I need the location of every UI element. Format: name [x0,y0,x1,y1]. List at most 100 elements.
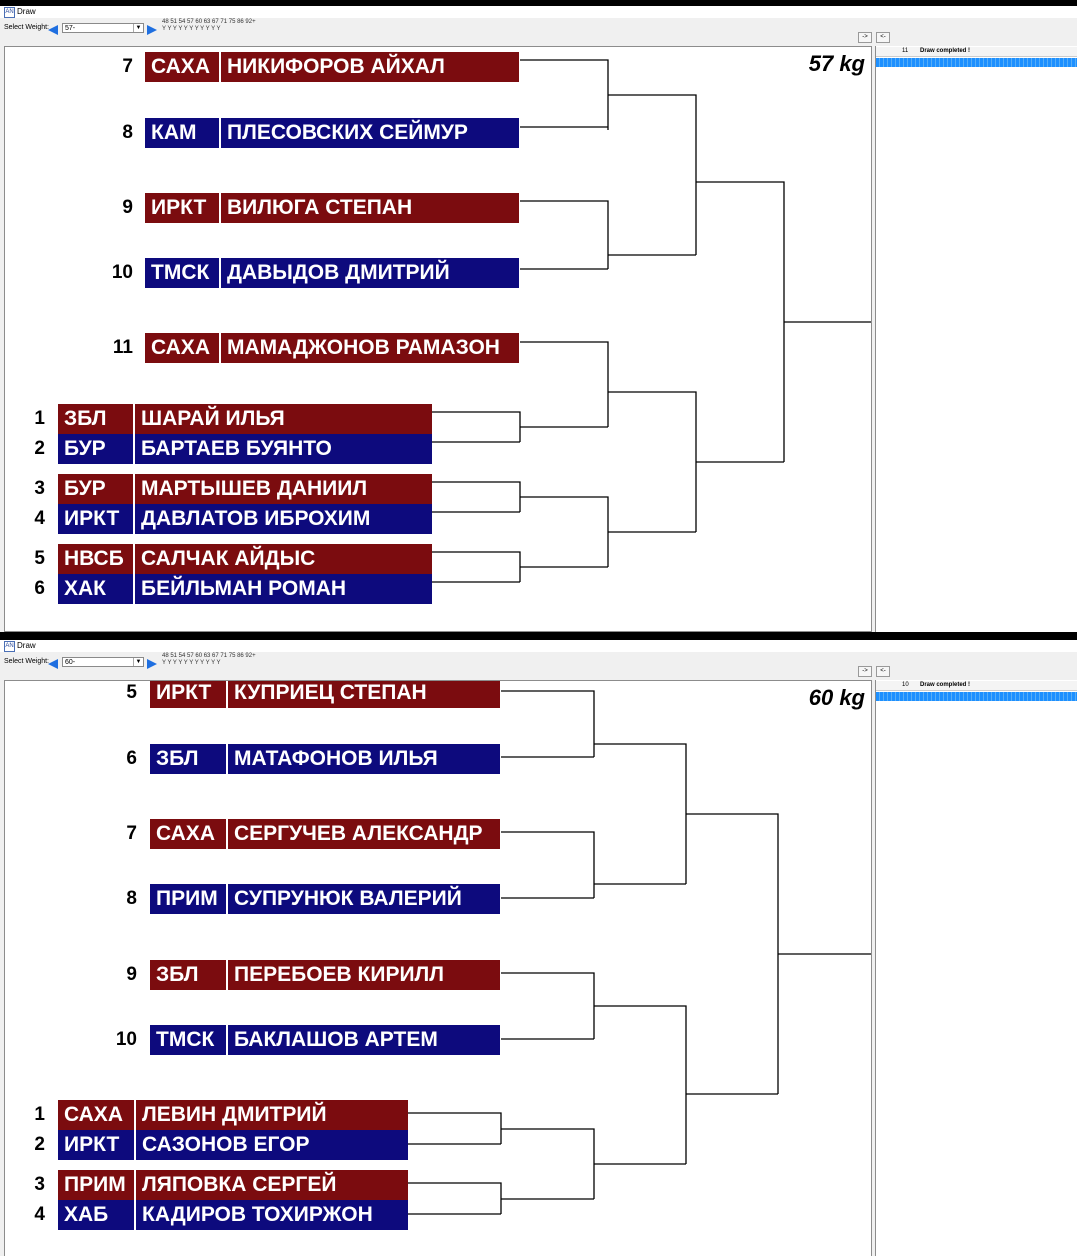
nav-prev-button[interactable]: <- [876,32,890,43]
status-message: Draw completed ! [920,48,971,54]
bracket-line [501,690,595,758]
nav-next-button[interactable]: -> [858,32,872,43]
competitor-number: 4 [34,508,45,529]
bracket-line [594,743,687,885]
competitor-name: МАТАФОНОВ ИЛЬЯ [228,744,500,774]
competitor-club: ИРКТ [150,681,228,708]
window-titlebar: AN Draw [0,6,1077,18]
prev-weight-arrow-icon[interactable] [48,25,58,35]
competitor-name: ШАРАЙ ИЛЬЯ [135,404,432,434]
status-row: 11 Draw completed ! [876,47,1077,57]
weight-categories: 48 51 54 57 60 63 67 71 75 86 92+ Y Y Y … [162,653,256,667]
competitor-name: ЛЯПОВКА СЕРГЕЙ [136,1170,408,1200]
status-number: 11 [902,48,909,54]
bracket-line [520,200,609,270]
bracket-line [686,813,871,1095]
competitor-number: 4 [34,1204,45,1225]
status-row: 10 Draw completed ! [876,681,1077,691]
weight-status-marks: Y Y Y Y Y Y Y Y Y Y Y [162,26,221,32]
competitor-name: БЕЙЛЬМАН РОМАН [135,574,432,604]
competitor-name: НИКИФОРОВ АЙХАЛ [221,52,519,82]
competitor-name: КАДИРОВ ТОХИРЖОН [136,1200,408,1230]
status-number: 10 [902,682,909,688]
competitor-number: 8 [126,888,137,909]
competitor-number: 3 [34,1174,45,1195]
competitor-number: 7 [126,823,137,844]
competitor-name: ДАВЫДОВ ДМИТРИЙ [221,258,519,288]
competitor-number: 8 [122,122,133,143]
weight-select[interactable]: 60- ▼ [62,657,144,667]
progress-bar [876,692,1077,701]
bracket-line [520,59,609,130]
bracket-lines [408,690,871,1215]
weight-status-marks: Y Y Y Y Y Y Y Y Y Y Y [162,660,221,666]
bracket-line [594,1005,687,1165]
window-title: Draw [17,641,36,650]
competitor-club: ХАБ [58,1200,136,1230]
competitor-club: ИРКТ [58,504,135,534]
status-message: Draw completed ! [920,682,971,688]
bracket-line [608,391,697,533]
next-weight-arrow-icon[interactable] [147,659,157,669]
competitor-number: 5 [34,548,45,569]
select-weight-label: Select Weight: [4,658,50,665]
competitor-number: 6 [126,748,137,769]
bracket-line [608,94,697,256]
competitor-number: 3 [34,478,45,499]
competitor-number: 10 [115,1029,137,1050]
weight-select-value: 60- [65,659,76,666]
competitor-name: СЕРГУЧЕВ АЛЕКСАНДР [228,819,500,849]
chevron-down-icon[interactable]: ▼ [133,658,143,666]
prev-weight-arrow-icon[interactable] [48,659,58,669]
weight-toolbar: Select Weight: 57-▼ 48 51 54 57 60 63 67… [0,18,1077,46]
competitor-club: ТМСК [150,1025,228,1055]
competitor-club: ИРКТ [145,193,221,223]
competitor-name: ПЕРЕБОЕВ КИРИЛЛ [228,960,500,990]
competitor-number: 2 [34,1134,45,1155]
competitor-name: ЛЕВИН ДМИТРИЙ [136,1100,408,1130]
competitor-name: КУПРИЕЦ СТЕПАН [228,681,500,708]
competitor-name: САЛЧАК АЙДЫС [135,544,432,574]
competitor-name: САЗОНОВ ЕГОР [136,1130,408,1160]
draw-window-57: AN Draw Select Weight: 57-▼ 48 51 54 57 … [0,6,1077,632]
competitor-number: 11 [112,337,133,358]
nav-next-button[interactable]: -> [858,666,872,677]
progress-bar [876,58,1077,67]
chevron-down-icon[interactable]: ▼ [133,24,143,32]
competitor-club: ЗБЛ [150,744,228,774]
competitor-name: ДАВЛАТОВ ИБРОХИМ [135,504,432,534]
competitor-name: МАМАДЖОНОВ РАМАЗОН [221,333,519,363]
app-icon: AN [4,641,15,652]
competitor-number: 1 [34,1104,45,1125]
nav-prev-button[interactable]: <- [876,666,890,677]
competitor-club: САХА [58,1100,136,1130]
competitor-club: НВСБ [58,544,135,574]
competitor-name: ВИЛЮГА СТЕПАН [221,193,519,223]
competitor-number: 10 [111,262,133,283]
competitor-club: КАМ [145,118,221,148]
bracket-line [432,341,609,443]
status-panel: 11 Draw completed ! [875,46,1077,632]
competitor-number: 7 [122,56,133,77]
bracket-line [501,972,595,1040]
weight-categories: 48 51 54 57 60 63 67 71 75 86 92+ Y Y Y … [162,19,256,33]
app-icon: AN [4,7,15,18]
competitor-number: 5 [126,682,137,703]
competitor-club: САХА [145,52,221,82]
weight-select[interactable]: 57-▼ [62,23,144,33]
bracket-line [501,831,595,899]
competitor-number: 1 [34,408,45,429]
competitor-club: ИРКТ [58,1130,136,1160]
weight-toolbar: Select Weight: 60- ▼ 48 51 54 57 60 63 67… [0,652,1077,680]
bracket-lines [432,59,871,583]
competitor-club: ЗБЛ [150,960,228,990]
weight-list: 48 51 54 57 60 63 67 71 75 86 92+ [162,653,256,659]
competitor-club: ПРИМ [58,1170,136,1200]
next-weight-arrow-icon[interactable] [147,25,157,35]
status-panel: 10 Draw completed ! [875,680,1077,1256]
draw-window-60: AN Draw Select Weight: 60- ▼ 48 51 54 57 … [0,640,1077,1256]
competitor-number: 6 [34,578,45,599]
competitor-club: ПРИМ [150,884,228,914]
